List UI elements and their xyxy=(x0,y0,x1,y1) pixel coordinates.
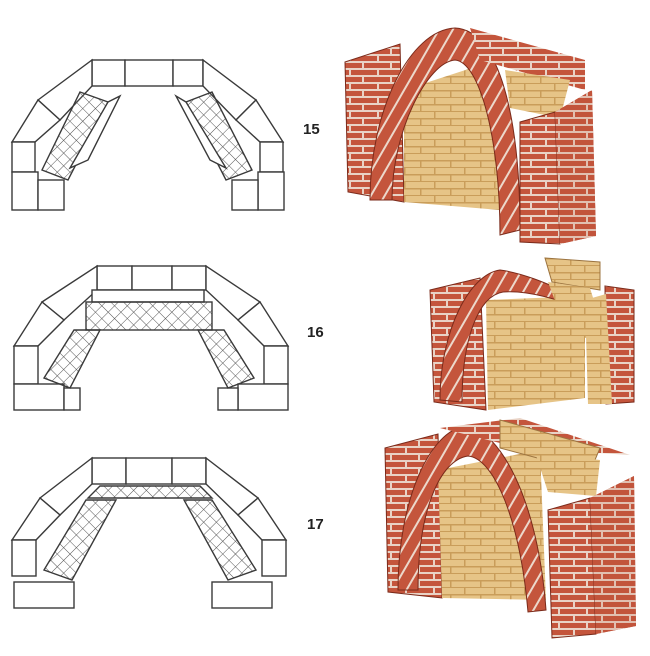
step-label-16: 16 xyxy=(307,324,324,341)
plan-drawing-16 xyxy=(12,264,290,411)
step-label-15: 15 xyxy=(303,121,320,138)
step-label-17: 17 xyxy=(307,516,324,533)
brick-illustration-15 xyxy=(344,27,596,245)
brick-illustration-16 xyxy=(429,257,635,411)
brick-illustration-17 xyxy=(384,418,636,639)
plan-drawing-15 xyxy=(10,58,285,211)
plan-drawing-17 xyxy=(10,456,288,609)
